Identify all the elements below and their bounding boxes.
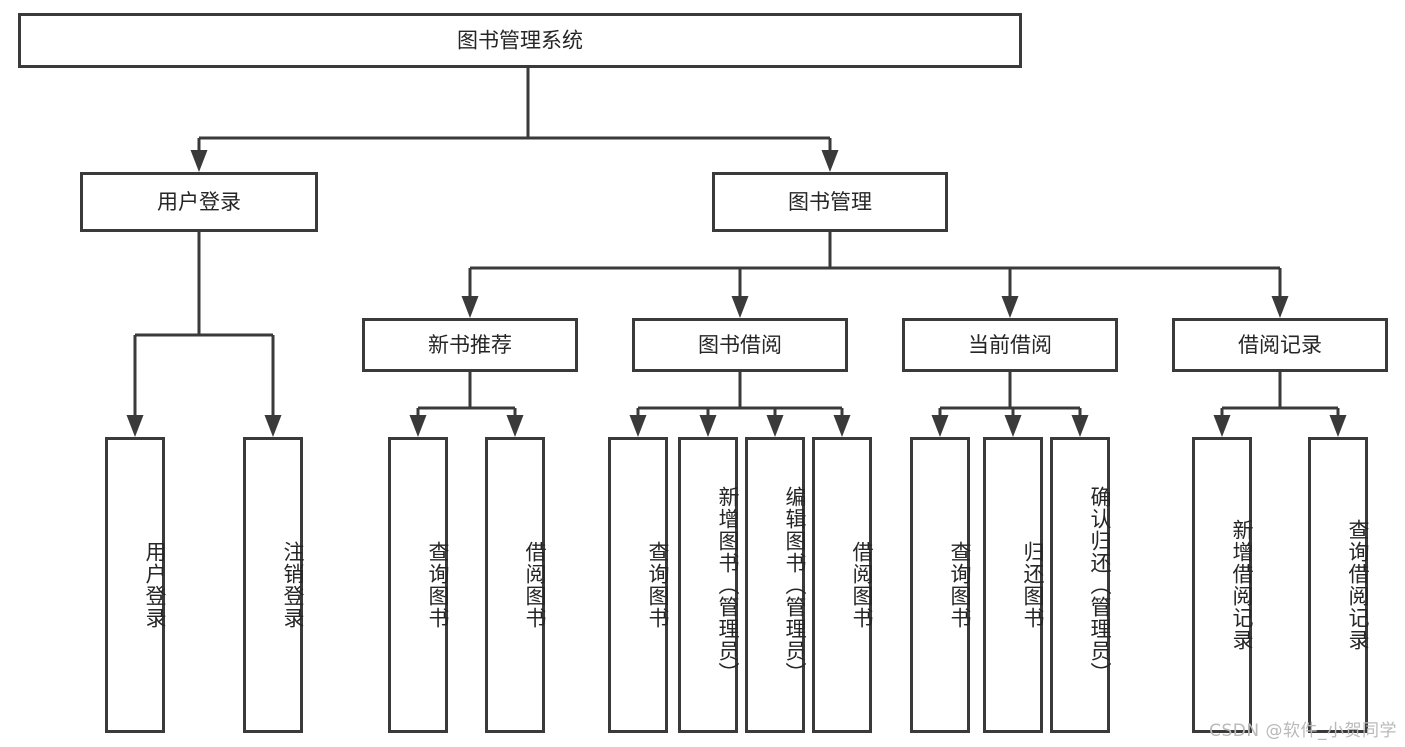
arrowhead-icon [833, 415, 851, 437]
node-box-current-2[interactable] [983, 437, 1043, 733]
arrowhead-icon [506, 415, 524, 437]
arrowhead-icon [766, 415, 784, 437]
node-box-login-1[interactable] [105, 437, 165, 733]
arrowhead-icon [731, 296, 749, 318]
node-label-root: 图书管理系统 [457, 29, 583, 53]
arrowhead-icon [1271, 296, 1289, 318]
arrowhead-icon [1004, 415, 1022, 437]
node-box-borrow[interactable] [632, 318, 848, 372]
arrowhead-icon [190, 150, 208, 172]
arrowhead-icon [409, 415, 427, 437]
node-box-root[interactable] [18, 13, 1022, 68]
node-box-login[interactable] [80, 172, 318, 232]
watermark-credit: CSDN @软件_小贺同学 [1209, 721, 1397, 741]
arrowhead-icon [1001, 296, 1019, 318]
node-label-newbook: 新书推荐 [428, 333, 512, 357]
node-box-layer [18, 13, 1388, 733]
node-box-login-2[interactable] [243, 437, 303, 733]
connector-group-current [931, 372, 1089, 437]
node-box-records[interactable] [1172, 318, 1388, 372]
node-box-borrow-1[interactable] [608, 437, 668, 733]
connector-layer [126, 68, 1347, 437]
node-box-newbook[interactable] [362, 318, 578, 372]
arrowhead-icon [1329, 415, 1347, 437]
node-label-borrow: 图书借阅 [698, 333, 782, 357]
node-box-current-3[interactable] [1050, 437, 1110, 733]
node-box-current[interactable] [902, 318, 1118, 372]
arrowhead-icon [126, 415, 144, 437]
node-box-borrow-2[interactable] [678, 437, 738, 733]
node-box-borrow-3[interactable] [745, 437, 805, 733]
connector-group-records [1213, 372, 1347, 437]
node-label-login: 用户登录 [157, 190, 241, 214]
arrowhead-icon [1213, 415, 1231, 437]
node-box-newbook-2[interactable] [485, 437, 545, 733]
connector-group-login [126, 232, 282, 437]
node-box-borrow-4[interactable] [812, 437, 872, 733]
node-box-records-2[interactable] [1308, 437, 1368, 733]
arrowhead-icon [1071, 415, 1089, 437]
node-box-current-1[interactable] [910, 437, 970, 733]
node-box-records-1[interactable] [1192, 437, 1252, 733]
arrowhead-icon [461, 296, 479, 318]
arrowhead-icon [699, 415, 717, 437]
connector-group-bookmgmt [461, 232, 1289, 318]
arrowhead-icon [931, 415, 949, 437]
node-label-current: 当前借阅 [968, 333, 1052, 357]
arrowhead-icon [629, 415, 647, 437]
arrowhead-icon [264, 415, 282, 437]
connector-group-borrow [629, 372, 851, 437]
node-label-bookmgmt: 图书管理 [788, 190, 872, 214]
node-box-bookmgmt[interactable] [712, 172, 948, 232]
connector-group-root [190, 68, 839, 172]
node-box-newbook-1[interactable] [388, 437, 448, 733]
connector-group-newbook [409, 372, 524, 437]
node-label-records: 借阅记录 [1238, 333, 1322, 357]
arrowhead-icon [821, 150, 839, 172]
